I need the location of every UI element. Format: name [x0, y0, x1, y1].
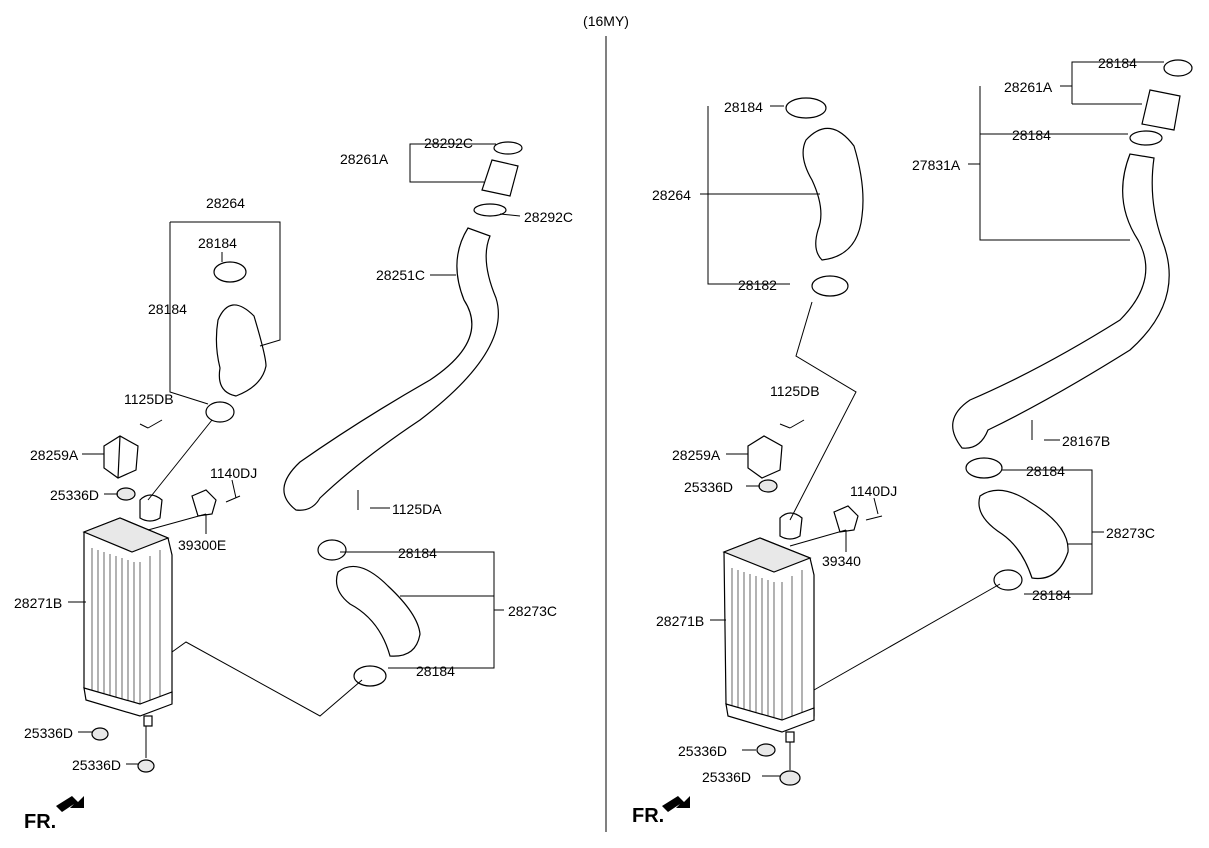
clamp-left-d: [317, 539, 347, 561]
clamp-right-a: [785, 97, 827, 119]
insulator-left-b2: [137, 759, 155, 773]
clamp-right-top: [1163, 59, 1193, 77]
hose-lower-right: [978, 489, 1069, 580]
label-right-insulator-b2: 25336D: [702, 769, 751, 785]
insulator-left-top: [116, 487, 136, 501]
label-left-insulator-b1: 25336D: [24, 725, 73, 741]
label-left-insulator-top: 25336D: [50, 487, 99, 503]
clamp-left-c2: [473, 203, 507, 217]
hose-upper-left: [215, 304, 267, 397]
label-right-hose-upper: 28264: [652, 187, 691, 203]
sensor-right: [833, 505, 859, 533]
hose-lower-left: [335, 565, 421, 657]
bracket-right: [747, 435, 783, 479]
label-right-clamp-a: 28184: [724, 99, 763, 115]
label-left-clamp-a: 28184: [198, 235, 237, 251]
fr-arrow-right-icon: [662, 796, 690, 812]
clamp-left-c1: [493, 141, 523, 155]
sensor-left: [191, 489, 217, 517]
clamp-right-mid: [1129, 130, 1163, 146]
leaders-left: [68, 143, 521, 765]
intercooler-left: [82, 494, 173, 727]
leaders-right: [700, 61, 1164, 777]
label-right-bolt-db: 1125DB: [770, 383, 820, 399]
clamp-left-e: [353, 665, 387, 687]
label-right-insulator-b1: 25336D: [678, 743, 727, 759]
label-right-bolt-b: 28167B: [1062, 433, 1110, 449]
label-left-insulator-b2: 25336D: [72, 757, 121, 773]
label-right-insulator-top: 25336D: [684, 479, 733, 495]
label-right-bolt-dj: 1140DJ: [850, 483, 897, 499]
clamp-left-b: [205, 401, 235, 423]
clamp-right-d: [993, 569, 1023, 591]
bolt-right-db: [789, 419, 805, 429]
label-left-pipe-assy: 28261A: [340, 151, 389, 167]
bolt-right-dj: [865, 515, 883, 521]
clamp-right-b: [811, 275, 849, 297]
label-left-clamp-b: 28184: [148, 301, 187, 317]
bracket-left: [103, 435, 139, 479]
variant-label: (16MY): [583, 13, 629, 29]
label-right-bracket: 28259A: [672, 447, 721, 463]
label-right-clamp-c: 28184: [1026, 463, 1065, 479]
label-right-sensor: 39340: [822, 553, 861, 569]
label-left-pipe-long: 28251C: [376, 267, 425, 283]
label-right-clamp-mid: 28184: [1012, 127, 1051, 143]
clamp-left-a: [213, 261, 247, 283]
label-left-sensor: 39300E: [178, 537, 226, 553]
label-left-bolt-da: 1125DA: [392, 501, 442, 517]
label-left-bolt-db: 1125DB: [124, 391, 174, 407]
pipe-assy-right: [1141, 89, 1181, 131]
insulator-right-b1: [756, 743, 776, 757]
insulator-right-top: [758, 479, 778, 493]
label-left-clamp-c2: 28292C: [524, 209, 573, 225]
label-right-clamp-d: 28184: [1032, 587, 1071, 603]
label-right-intercooler: 28271B: [656, 613, 704, 629]
label-right-clamp-b: 28182: [738, 277, 777, 293]
label-left-clamp-c1: 28292C: [424, 135, 473, 151]
label-right-pipe-assy: 28261A: [1004, 79, 1053, 95]
label-left-clamp-e: 28184: [416, 663, 455, 679]
pipe-assy-left: [481, 159, 519, 197]
label-right-hose-lower: 28273C: [1106, 525, 1155, 541]
bolt-left-db: [147, 419, 163, 429]
label-right-pipe-assy2: 27831A: [912, 157, 961, 173]
label-right-clamp-top: 28184: [1098, 55, 1137, 71]
bolt-left-dj: [225, 495, 241, 503]
insulator-right-b2: [779, 770, 801, 786]
label-left-hose-lower: 28273C: [508, 603, 557, 619]
label-left-bracket: 28259A: [30, 447, 79, 463]
label-left-hose-upper: 28264: [206, 195, 245, 211]
fr-arrow-left-icon: [56, 796, 84, 812]
label-left-clamp-d: 28184: [398, 545, 437, 561]
hose-upper-right: [802, 127, 864, 261]
insulator-left-b1: [91, 727, 109, 741]
label-left-bolt-dj: 1140DJ: [210, 465, 257, 481]
clamp-right-c: [965, 457, 1003, 479]
pipe-long-left: [283, 227, 499, 511]
label-left-intercooler: 28271B: [14, 595, 62, 611]
intercooler-right: [722, 512, 815, 743]
fr-label-left: FR.: [24, 811, 56, 833]
pipe-long-right: [952, 153, 1170, 449]
fr-label-right: FR.: [632, 805, 664, 827]
